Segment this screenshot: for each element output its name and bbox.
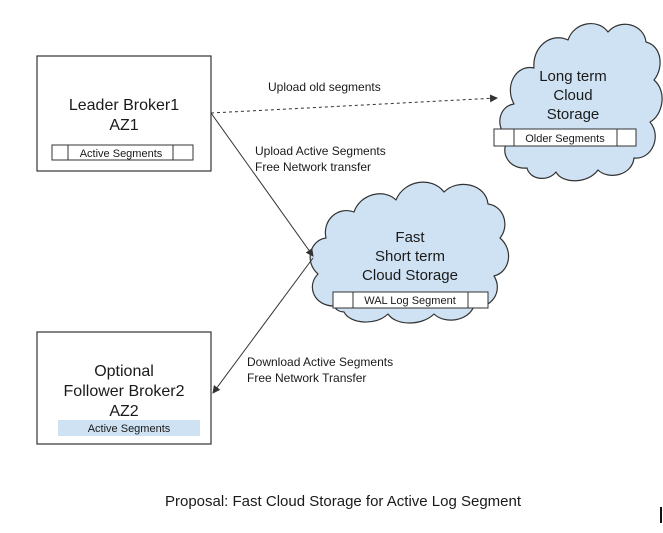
follower-broker-az: AZ2: [109, 403, 138, 420]
upload-active-label-line2: Free Network transfer: [255, 160, 371, 174]
wal-log-segment-box: WAL Log Segment: [332, 291, 489, 309]
follower-broker-node: Optional Follower Broker2 AZ2 Active Seg…: [36, 331, 212, 445]
follower-optional-label: Optional: [94, 363, 154, 380]
diagram-caption: Proposal: Fast Cloud Storage for Active …: [165, 493, 522, 510]
long-term-subtitle: Cloud: [553, 87, 592, 104]
upload-active-label-line1: Upload Active Segments: [255, 144, 386, 158]
fast-cloud-node: Fast Short term Cloud Storage WAL Log Se…: [309, 181, 510, 324]
leader-broker-node: Leader Broker1 AZ1 Active Segments: [36, 55, 212, 172]
fast-cloud-title: Fast: [395, 229, 425, 246]
upload-active-segments-edge: [210, 112, 314, 257]
fast-cloud-storage-label: Cloud Storage: [362, 267, 458, 284]
long-term-cloud-node: Long term Cloud Storage Older Segments: [493, 23, 663, 182]
upload-old-segments-edge: [210, 94, 498, 114]
edge-cursor-mark: [660, 507, 662, 523]
leader-broker-az: AZ1: [109, 117, 138, 134]
older-segments-box: Older Segments: [493, 128, 637, 147]
download-active-segments-edge: [212, 257, 314, 394]
follower-active-segments: Active Segments: [58, 420, 200, 436]
download-active-label-line1: Download Active Segments: [247, 355, 393, 369]
leader-segment-label: Active Segments: [80, 148, 163, 160]
download-active-label-line2: Free Network Transfer: [247, 371, 366, 385]
older-segments-label: Older Segments: [525, 133, 605, 145]
leader-active-segments: Active Segments: [51, 144, 194, 161]
upload-old-segments-label: Upload old segments: [268, 80, 381, 94]
long-term-title: Long term: [539, 68, 607, 85]
long-term-storage-label: Storage: [547, 106, 600, 123]
wal-log-segment-label: WAL Log Segment: [364, 295, 456, 307]
fast-cloud-subtitle: Short term: [375, 248, 445, 265]
leader-broker-title: Leader Broker1: [69, 97, 179, 114]
follower-segment-label: Active Segments: [88, 423, 171, 435]
follower-broker-title: Follower Broker2: [64, 383, 185, 400]
